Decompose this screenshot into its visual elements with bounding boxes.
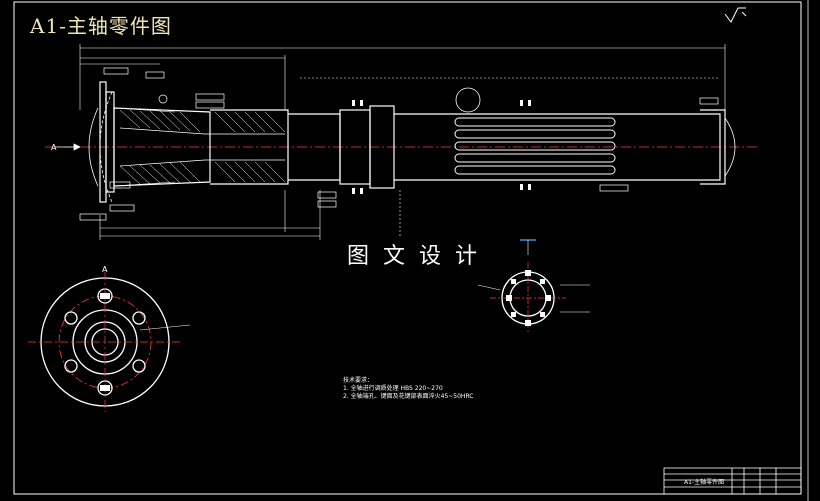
tolerance-callouts <box>79 67 719 221</box>
section-hatching <box>119 109 286 185</box>
section-a-label: A <box>102 265 108 274</box>
groove-marks <box>352 100 531 194</box>
title-block <box>663 467 802 495</box>
spline-slots <box>454 117 616 175</box>
requirement-item: 1. 全轴进行调质处理 HBS 220~270 <box>343 385 443 392</box>
title-block-part-name: A1-主轴零件图 <box>684 479 725 486</box>
top-dimension-lines <box>79 44 726 110</box>
left-end-features <box>55 87 736 203</box>
drawing-title: A1-主轴零件图 <box>30 14 172 38</box>
spline-teeth <box>506 270 551 326</box>
bottom-dimension-lines <box>99 190 401 240</box>
view-a-marker: A <box>51 143 57 152</box>
roughness-symbol <box>724 7 747 23</box>
flange-slot-fill <box>100 293 110 391</box>
technical-requirements: 技术要求： 1. 全轴进行调质处理 HBS 220~270 2. 全轴端孔、键面… <box>343 377 474 401</box>
requirement-item: 2. 全轴端孔、键面及花键部表面淬火45~50HRC <box>343 393 474 400</box>
spline-cross-section <box>477 239 590 334</box>
watermark-text: 图文设计 <box>345 238 494 270</box>
requirements-heading: 技术要求： <box>343 377 374 384</box>
main-shaft-outline <box>99 81 726 203</box>
drawing-frame <box>13 0 809 501</box>
